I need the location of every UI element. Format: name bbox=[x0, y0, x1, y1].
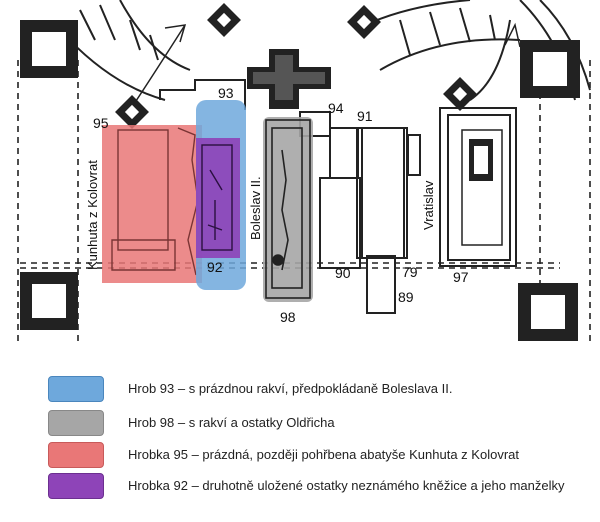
left-vault bbox=[59, 0, 191, 111]
label-boleslav: Boleslav II. bbox=[248, 176, 263, 240]
legend-item-hrobka-95: Hrobka 95 – prázdná, později pohřbena ab… bbox=[48, 442, 600, 472]
pillar-top-left bbox=[20, 20, 78, 78]
tomb-98-highlight bbox=[263, 117, 313, 302]
pillar-small-top-left bbox=[207, 3, 241, 37]
cross-tomb bbox=[247, 49, 331, 109]
tomb-98-sketch bbox=[265, 119, 311, 299]
label-98: 98 bbox=[280, 309, 296, 325]
label-93: 93 bbox=[218, 85, 234, 101]
label-vratislav: Vratislav bbox=[421, 180, 436, 230]
label-90: 90 bbox=[335, 265, 351, 281]
right-vault bbox=[364, 0, 521, 101]
pillar-bottom-left bbox=[20, 272, 78, 330]
legend-item-hrob-98: Hrob 98 – s rakví a ostatky Oldřicha bbox=[48, 410, 600, 440]
tomb-95-highlight bbox=[102, 125, 202, 283]
pillars bbox=[20, 3, 580, 341]
legend-swatch-purple bbox=[48, 473, 104, 499]
legend-swatch-gray bbox=[48, 410, 104, 436]
label-95: 95 bbox=[93, 115, 109, 131]
label-92: 92 bbox=[207, 259, 223, 275]
legend-label: Hrob 93 – s prázdnou rakví, předpokládan… bbox=[128, 381, 453, 396]
label-kunhuta: Kunhuta z Kolovrat bbox=[85, 160, 100, 270]
tomb-92-sketch bbox=[201, 144, 233, 251]
legend-label: Hrobka 95 – prázdná, později pohřbena ab… bbox=[128, 447, 519, 462]
legend-item-hrob-93: Hrob 93 – s prázdnou rakví, předpokládan… bbox=[48, 376, 600, 406]
central-structures bbox=[159, 79, 421, 314]
tomb-97 bbox=[439, 107, 517, 267]
pillar-small-left bbox=[115, 95, 149, 129]
floor-plan: 95 93 94 91 92 90 79 89 97 98 Kunhuta z … bbox=[17, 0, 591, 345]
pillar-bottom-right bbox=[518, 283, 578, 341]
label-89: 89 bbox=[398, 289, 414, 305]
legend-swatch-blue bbox=[48, 376, 104, 402]
label-79: 79 bbox=[402, 264, 418, 280]
legend-swatch-red bbox=[48, 442, 104, 468]
legend-item-hrobka-92: Hrobka 92 – druhotně uložené ostatky nez… bbox=[48, 473, 600, 503]
label-91: 91 bbox=[357, 108, 373, 124]
label-94: 94 bbox=[328, 100, 344, 116]
label-97: 97 bbox=[453, 269, 469, 285]
pillar-top-right bbox=[520, 40, 580, 98]
tomb-95-sketch bbox=[111, 127, 199, 276]
legend-label: Hrob 98 – s rakví a ostatky Oldřicha bbox=[128, 415, 335, 430]
legend-label: Hrobka 92 – druhotně uložené ostatky nez… bbox=[128, 478, 565, 493]
pillar-small-right bbox=[443, 77, 477, 111]
pillar-small-top-right bbox=[347, 5, 381, 39]
